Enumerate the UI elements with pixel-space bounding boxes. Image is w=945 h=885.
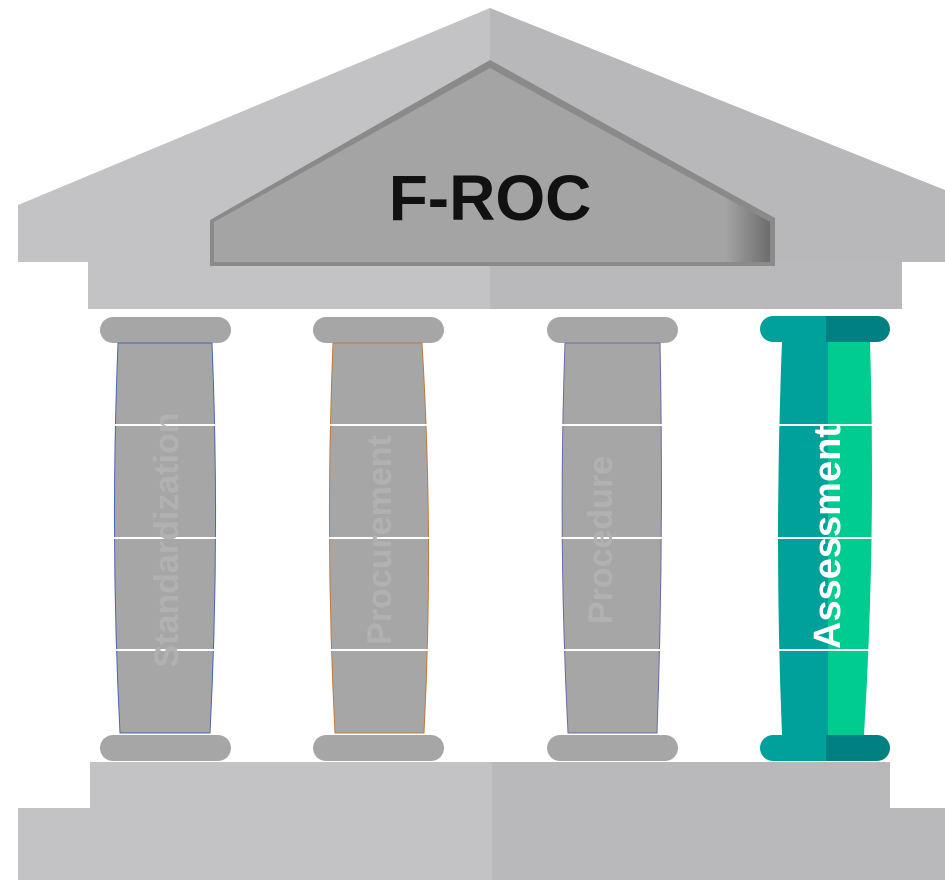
pillar-procedure: Procedure xyxy=(547,317,678,761)
pediment-title: F-ROC xyxy=(389,162,592,234)
base-step-upper-left xyxy=(90,762,492,808)
roof: F-ROC xyxy=(18,8,945,309)
entablature-right xyxy=(490,262,902,309)
pediment xyxy=(214,68,770,262)
pillar-top-cap-right xyxy=(826,316,890,342)
pillar-label: Procedure xyxy=(582,456,620,624)
pillar-top-cap xyxy=(547,317,678,343)
pillar-standardization: Standardization xyxy=(100,317,231,761)
pillar-bottom-cap xyxy=(100,735,231,761)
entablature-left xyxy=(88,262,490,309)
base-step-lower-right xyxy=(492,808,945,880)
pillar-bottom-cap xyxy=(313,735,444,761)
pillar-procurement: Procurement xyxy=(313,317,444,761)
pillar-bottom-cap xyxy=(547,735,678,761)
pillar-label: Standardization xyxy=(148,412,186,667)
pillar-bottom-cap-left xyxy=(760,735,840,761)
pillar-top-cap-left xyxy=(760,316,840,342)
pillar-label: Procurement xyxy=(361,435,399,645)
base-step-lower-left xyxy=(18,808,492,880)
pillars: Standardization Procurement Procedure xyxy=(100,316,890,761)
pillar-label: Assessment xyxy=(807,425,849,649)
base xyxy=(18,762,945,880)
pillar-top-cap xyxy=(313,317,444,343)
pillar-bottom-cap-right xyxy=(826,735,890,761)
pillar-assessment: Assessment xyxy=(760,316,890,761)
pillar-top-cap xyxy=(100,317,231,343)
base-step-upper-right xyxy=(492,762,890,808)
